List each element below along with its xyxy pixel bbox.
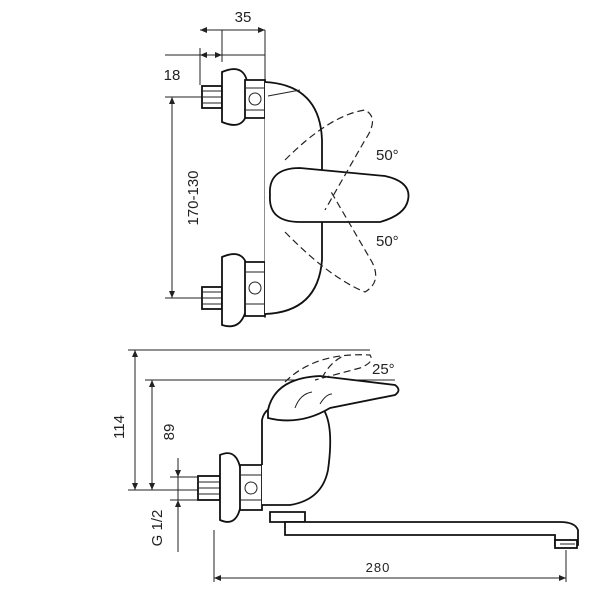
lower-inlet: [201, 253, 266, 328]
dim-label-thread: G 1/2: [149, 510, 166, 547]
lever-top: [269, 167, 410, 223]
upper-inlet: [201, 68, 266, 126]
angle-label-lower: 50°: [376, 233, 399, 250]
lever-upper-position: [284, 109, 374, 211]
spout-collar: [269, 511, 306, 523]
top-view: 35 18 170-130: [164, 9, 410, 328]
lever-raised-position: [284, 354, 372, 383]
dim-label-lever-height: 89: [161, 424, 178, 441]
angle-label-lever: 25°: [372, 361, 395, 378]
side-inlet: [197, 452, 263, 523]
dim-label-total-height: 114: [111, 415, 128, 439]
dim-label-width: 35: [235, 9, 252, 26]
angle-label-upper: 50°: [376, 147, 399, 164]
dim-label-inlet: 18: [164, 67, 181, 84]
spout: [284, 521, 579, 546]
lever-lower-position: [284, 189, 377, 293]
dim-label-spout-reach: 280: [366, 560, 391, 575]
dim-label-spacing: 170-130: [185, 170, 202, 225]
lever-side: [267, 375, 400, 422]
side-view: 114 89 G 1/2: [111, 349, 579, 582]
